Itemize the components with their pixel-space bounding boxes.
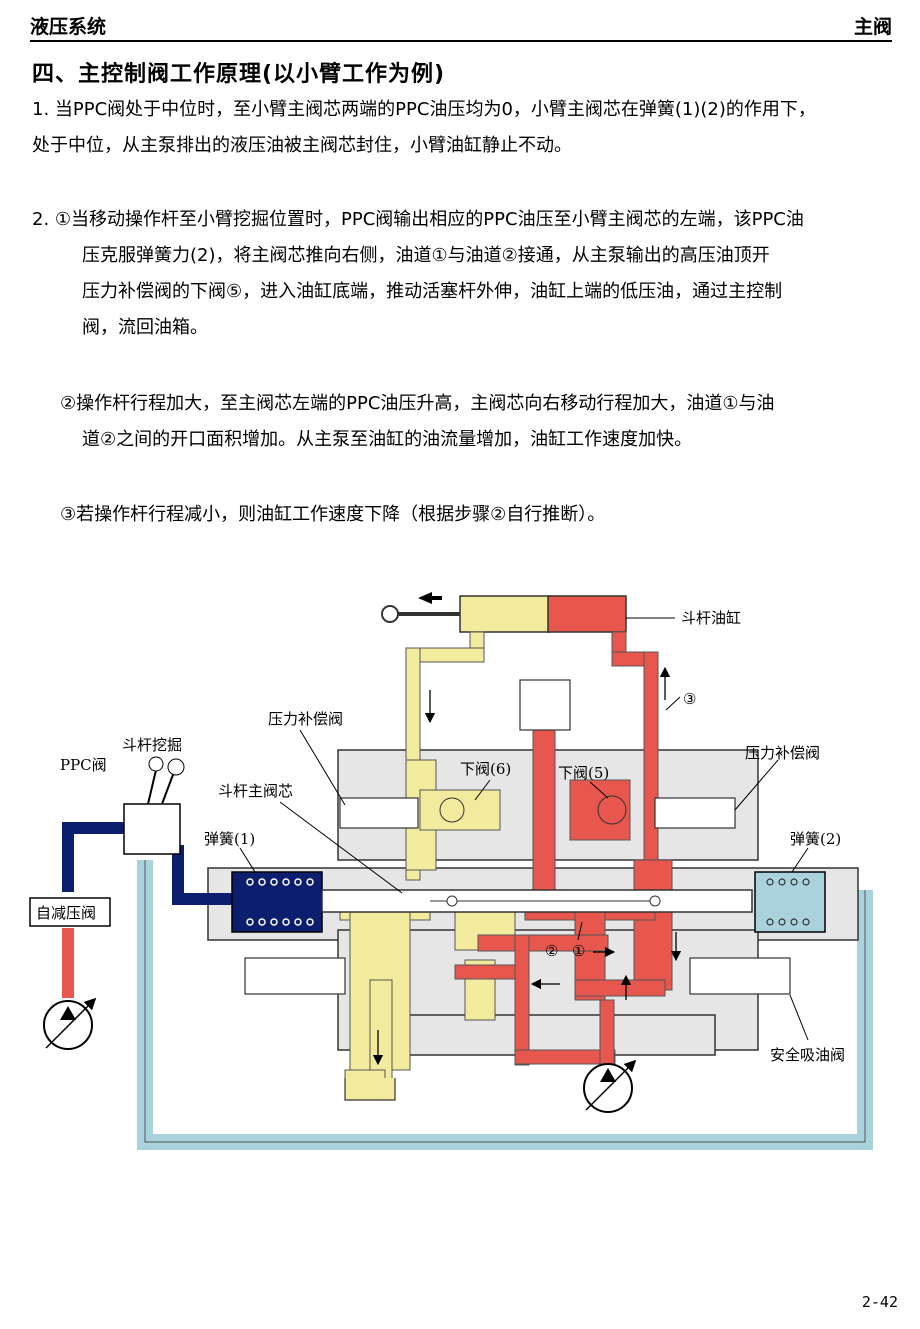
label-spring2: 弹簧(2) — [790, 830, 841, 848]
paragraph-1: 1. 当PPC阀处于中位时，至小臂主阀芯两端的PPC油压均为0，小臂主阀芯在弹簧… — [32, 92, 902, 164]
label-pcv-right: 压力补偿阀 — [745, 744, 820, 762]
text-line: ②操作杆行程加大，至主阀芯左端的PPC油压升高，主阀芯向右移动行程加大，油道①与… — [60, 393, 775, 414]
text-line: 压力补偿阀的下阀⑤，进入油缸底端，推动活塞杆外伸，油缸上端的低压油，通过主控制 — [82, 281, 783, 302]
label-arm-spool: 斗杆主阀芯 — [218, 782, 293, 800]
label-circ1: ① — [572, 942, 585, 960]
text-line: 道②之间的开口面积增加。从主泵至油缸的油流量增加，油缸工作速度加快。 — [82, 429, 693, 450]
spring2-chamber — [754, 871, 826, 933]
text-line: 压克服弹簧力(2)，将主阀芯推向右侧，油道①与油道②接通，从主泵输出的高压油顶开 — [82, 245, 770, 266]
cylinder-bottom-end — [547, 595, 627, 633]
ppc-valve-box — [123, 803, 181, 855]
text-line: 2. ①当移动操作杆至小臂挖掘位置时，PPC阀输出相应的PPC油压至小臂主阀芯的… — [32, 209, 804, 230]
header-right: 主阀 — [853, 16, 892, 38]
safety-valve-right — [689, 957, 791, 995]
label-bucket-dig: 斗杆挖掘 — [122, 736, 182, 754]
safety-valve-left — [244, 957, 346, 995]
label-reducing-valve: 自减压阀 — [36, 904, 96, 922]
label-circ2: ② — [545, 942, 558, 960]
paragraph-2: 2. ①当移动操作杆至小臂挖掘位置时，PPC阀输出相应的PPC油压至小臂主阀芯的… — [32, 202, 902, 346]
cylinder-rod-end — [459, 595, 551, 633]
label-ppc-valve: PPC阀 — [60, 756, 107, 774]
page-header: 液压系统 主阀 — [30, 10, 892, 42]
direction-arrow — [418, 592, 442, 604]
header-left: 液压系统 — [30, 16, 107, 38]
label-lower-valve-6: 下阀(6) — [460, 760, 511, 778]
text-line: 处于中位，从主泵排出的液压油被主阀芯封住，小臂油缸静止不动。 — [32, 135, 572, 156]
label-circ3: ③ — [683, 690, 696, 708]
label-bucket-cylinder: 斗杆油缸 — [681, 609, 741, 627]
paragraph-4: ③若操作杆行程减小，则油缸工作速度下降（根据步骤②自行推断）。 — [32, 497, 920, 533]
label-pcv-left: 压力补偿阀 — [268, 710, 343, 728]
label-lower-valve-5: 下阀(5) — [558, 764, 609, 782]
text-line: ③若操作杆行程减小，则油缸工作速度下降（根据步骤②自行推断）。 — [60, 504, 606, 525]
label-spring1: 弹簧(1) — [204, 830, 255, 848]
text-line: 1. 当PPC阀处于中位时，至小臂主阀芯两端的PPC油压均为0，小臂主阀芯在弹簧… — [32, 99, 816, 120]
text-line: 阀，流回油箱。 — [82, 317, 208, 338]
reducing-valve-box — [29, 897, 111, 927]
paragraph-3: ②操作杆行程加大，至主阀芯左端的PPC油压升高，主阀芯向右移动行程加大，油道①与… — [32, 386, 920, 458]
tank — [344, 1078, 396, 1101]
section-title: 四、主控制阀工作原理(以小臂工作为例) — [32, 62, 446, 87]
hydraulic-diagram: 斗杆油缸 ③ 斗杆挖掘 PPC阀 压力补偿阀 压力补偿阀 下阀(6) 下阀(5)… — [29, 592, 873, 1150]
page-number: 2-42 — [861, 1293, 898, 1311]
pcv-right-body — [654, 797, 736, 829]
label-safety-suction: 安全吸油阀 — [770, 1046, 845, 1064]
pcv-left-body — [339, 797, 419, 829]
